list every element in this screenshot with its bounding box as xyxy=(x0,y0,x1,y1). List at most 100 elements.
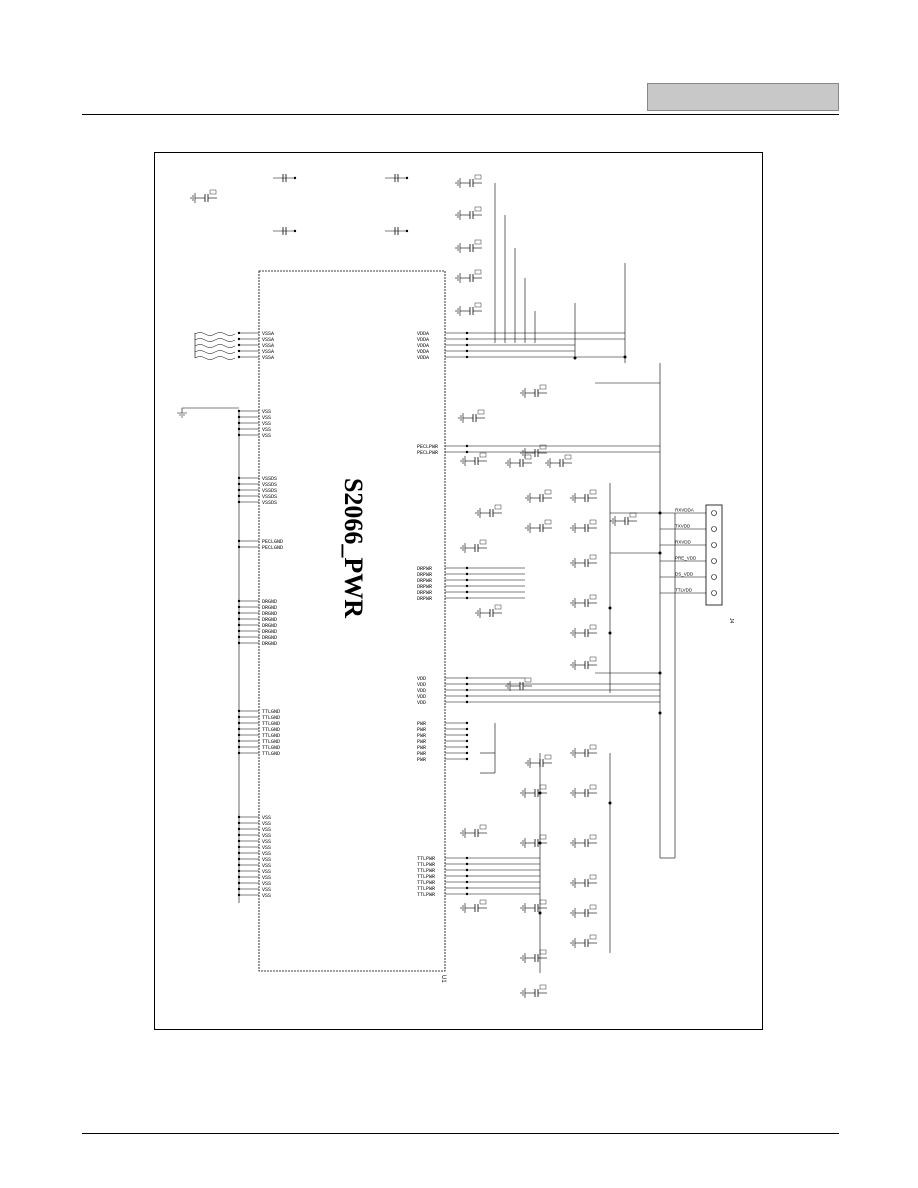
connector-label: TXVDD xyxy=(675,524,691,529)
bypass-capacitor xyxy=(273,174,297,182)
junction-dot xyxy=(658,551,662,555)
decoupling-capacitor xyxy=(458,409,485,423)
connector-pin xyxy=(711,526,717,532)
junction-dot xyxy=(658,671,662,675)
left-pin-label: DRGND xyxy=(262,629,277,635)
right-pin-label: TTLPWR xyxy=(417,868,435,874)
right-pin-label: DRPWR xyxy=(417,572,432,578)
left-pin-label: VSSA xyxy=(262,331,274,337)
right-pin-label: PWR xyxy=(417,739,426,745)
right-pin-label: DRPWR xyxy=(417,590,432,596)
decoupling-capacitor xyxy=(525,519,552,533)
left-pin-label: TTLGND xyxy=(262,709,280,715)
left-pin-label: VSS xyxy=(262,875,271,881)
left-pin-label: VSSA xyxy=(262,337,274,343)
right-pin-label: VDD xyxy=(417,694,426,700)
junction-dot xyxy=(608,801,612,805)
right-pin-label: VDD xyxy=(417,700,426,706)
decoupling-capacitor xyxy=(525,489,552,503)
decoupling-capacitor xyxy=(570,744,597,758)
right-pin-node xyxy=(465,751,469,755)
left-pin-node xyxy=(237,331,241,335)
decoupling-capacitor xyxy=(505,454,532,468)
left-pin-label: VSSA xyxy=(262,349,274,355)
connector-label: DS_VDD xyxy=(675,572,694,577)
right-pin-label: VDDA xyxy=(417,331,429,337)
right-pin-label: TTLPWR xyxy=(417,856,435,862)
left-pin-node xyxy=(237,355,241,359)
right-pin-label: VDDA xyxy=(417,355,429,361)
right-pin-label: PWR xyxy=(417,757,426,763)
decoupling-capacitor xyxy=(520,384,547,398)
bypass-capacitor xyxy=(273,227,297,235)
junction-dot xyxy=(623,355,627,359)
right-pin-node xyxy=(465,739,469,743)
decoupling-capacitor xyxy=(520,949,547,963)
connector-ref: J4 xyxy=(728,618,734,624)
right-pin-label: PECLPWR xyxy=(417,450,438,456)
left-pin-label: VSS xyxy=(262,887,271,893)
left-pin-label: VSS xyxy=(262,863,271,869)
right-pin-node xyxy=(465,757,469,761)
chip-title: S2066_PWR xyxy=(339,478,368,618)
left-pin-label: TTLGND xyxy=(262,727,280,733)
right-pin-label: TTLPWR xyxy=(417,862,435,868)
junction-dot xyxy=(538,911,542,915)
right-pin-label: VDD xyxy=(417,682,426,688)
schematic-drawing: S2066_PWR U1 J4 RXVDDATXVDDRXVDDPRE_VDDD… xyxy=(177,174,734,998)
decoupling-capacitor xyxy=(545,454,572,468)
header-bar xyxy=(647,83,839,111)
left-pin-label: VSSDS xyxy=(262,482,277,488)
left-pin-label: VSS xyxy=(262,845,271,851)
connector-label: RXVDD xyxy=(675,540,692,545)
junction-dot xyxy=(608,606,612,610)
connector-label: RXVDDA xyxy=(675,508,694,513)
decoupling-capacitor xyxy=(455,206,482,220)
left-pin-label: TTLGND xyxy=(262,751,280,757)
decoupling-capacitor xyxy=(570,874,597,888)
right-pin-label: PWR xyxy=(417,745,426,751)
left-pin-label: DRGND xyxy=(262,617,277,623)
decoupling-capacitor xyxy=(570,784,597,798)
left-pin-label: VSS xyxy=(262,833,271,839)
ferrite-bead xyxy=(194,356,236,360)
decoupling-capacitor xyxy=(570,656,597,670)
connector-pin xyxy=(711,574,717,580)
left-pin-label: TTLGND xyxy=(262,745,280,751)
decoupling-capacitor xyxy=(570,904,597,918)
left-pin-label: TTLGND xyxy=(262,715,280,721)
right-pin-label: VDD xyxy=(417,688,426,694)
left-pin-label: VSS xyxy=(262,839,271,845)
decoupling-capacitor xyxy=(570,594,597,608)
right-pin-label: VDD xyxy=(417,676,426,682)
connector-pin xyxy=(711,542,717,548)
junction-dot xyxy=(538,791,542,795)
ferrite-bead xyxy=(194,344,236,348)
right-pin-node xyxy=(465,733,469,737)
junction-dot xyxy=(573,356,577,360)
left-pin-label: DRGND xyxy=(262,611,277,617)
right-pin-label: VDDA xyxy=(417,349,429,355)
connector-label: PRE_VDD xyxy=(675,556,697,561)
decoupling-capacitor xyxy=(460,539,487,553)
right-pin-label: DRPWR xyxy=(417,596,432,602)
junction-dot xyxy=(658,711,662,715)
decoupling-capacitor xyxy=(520,834,547,848)
decoupling-capacitor xyxy=(525,754,552,768)
decoupling-capacitor xyxy=(520,784,547,798)
left-pin-label: DRGND xyxy=(262,623,277,629)
left-pin-label: VSS xyxy=(262,881,271,887)
left-pin-label: VSS xyxy=(262,851,271,857)
ferrite-bead xyxy=(194,350,236,354)
decoupling-capacitor xyxy=(475,604,502,618)
left-pin-label: VSS xyxy=(262,421,271,427)
left-pin-label: VSSA xyxy=(262,355,274,361)
decoupling-capacitor xyxy=(610,512,637,526)
right-pin-node xyxy=(465,721,469,725)
bypass-capacitor xyxy=(385,174,409,182)
decoupling-capacitor xyxy=(475,504,502,518)
right-pin-label: VDDA xyxy=(417,343,429,349)
left-pin-label: VSS xyxy=(262,415,271,421)
decoupling-capacitor xyxy=(570,834,597,848)
left-pin-label: VSSDS xyxy=(262,476,277,482)
